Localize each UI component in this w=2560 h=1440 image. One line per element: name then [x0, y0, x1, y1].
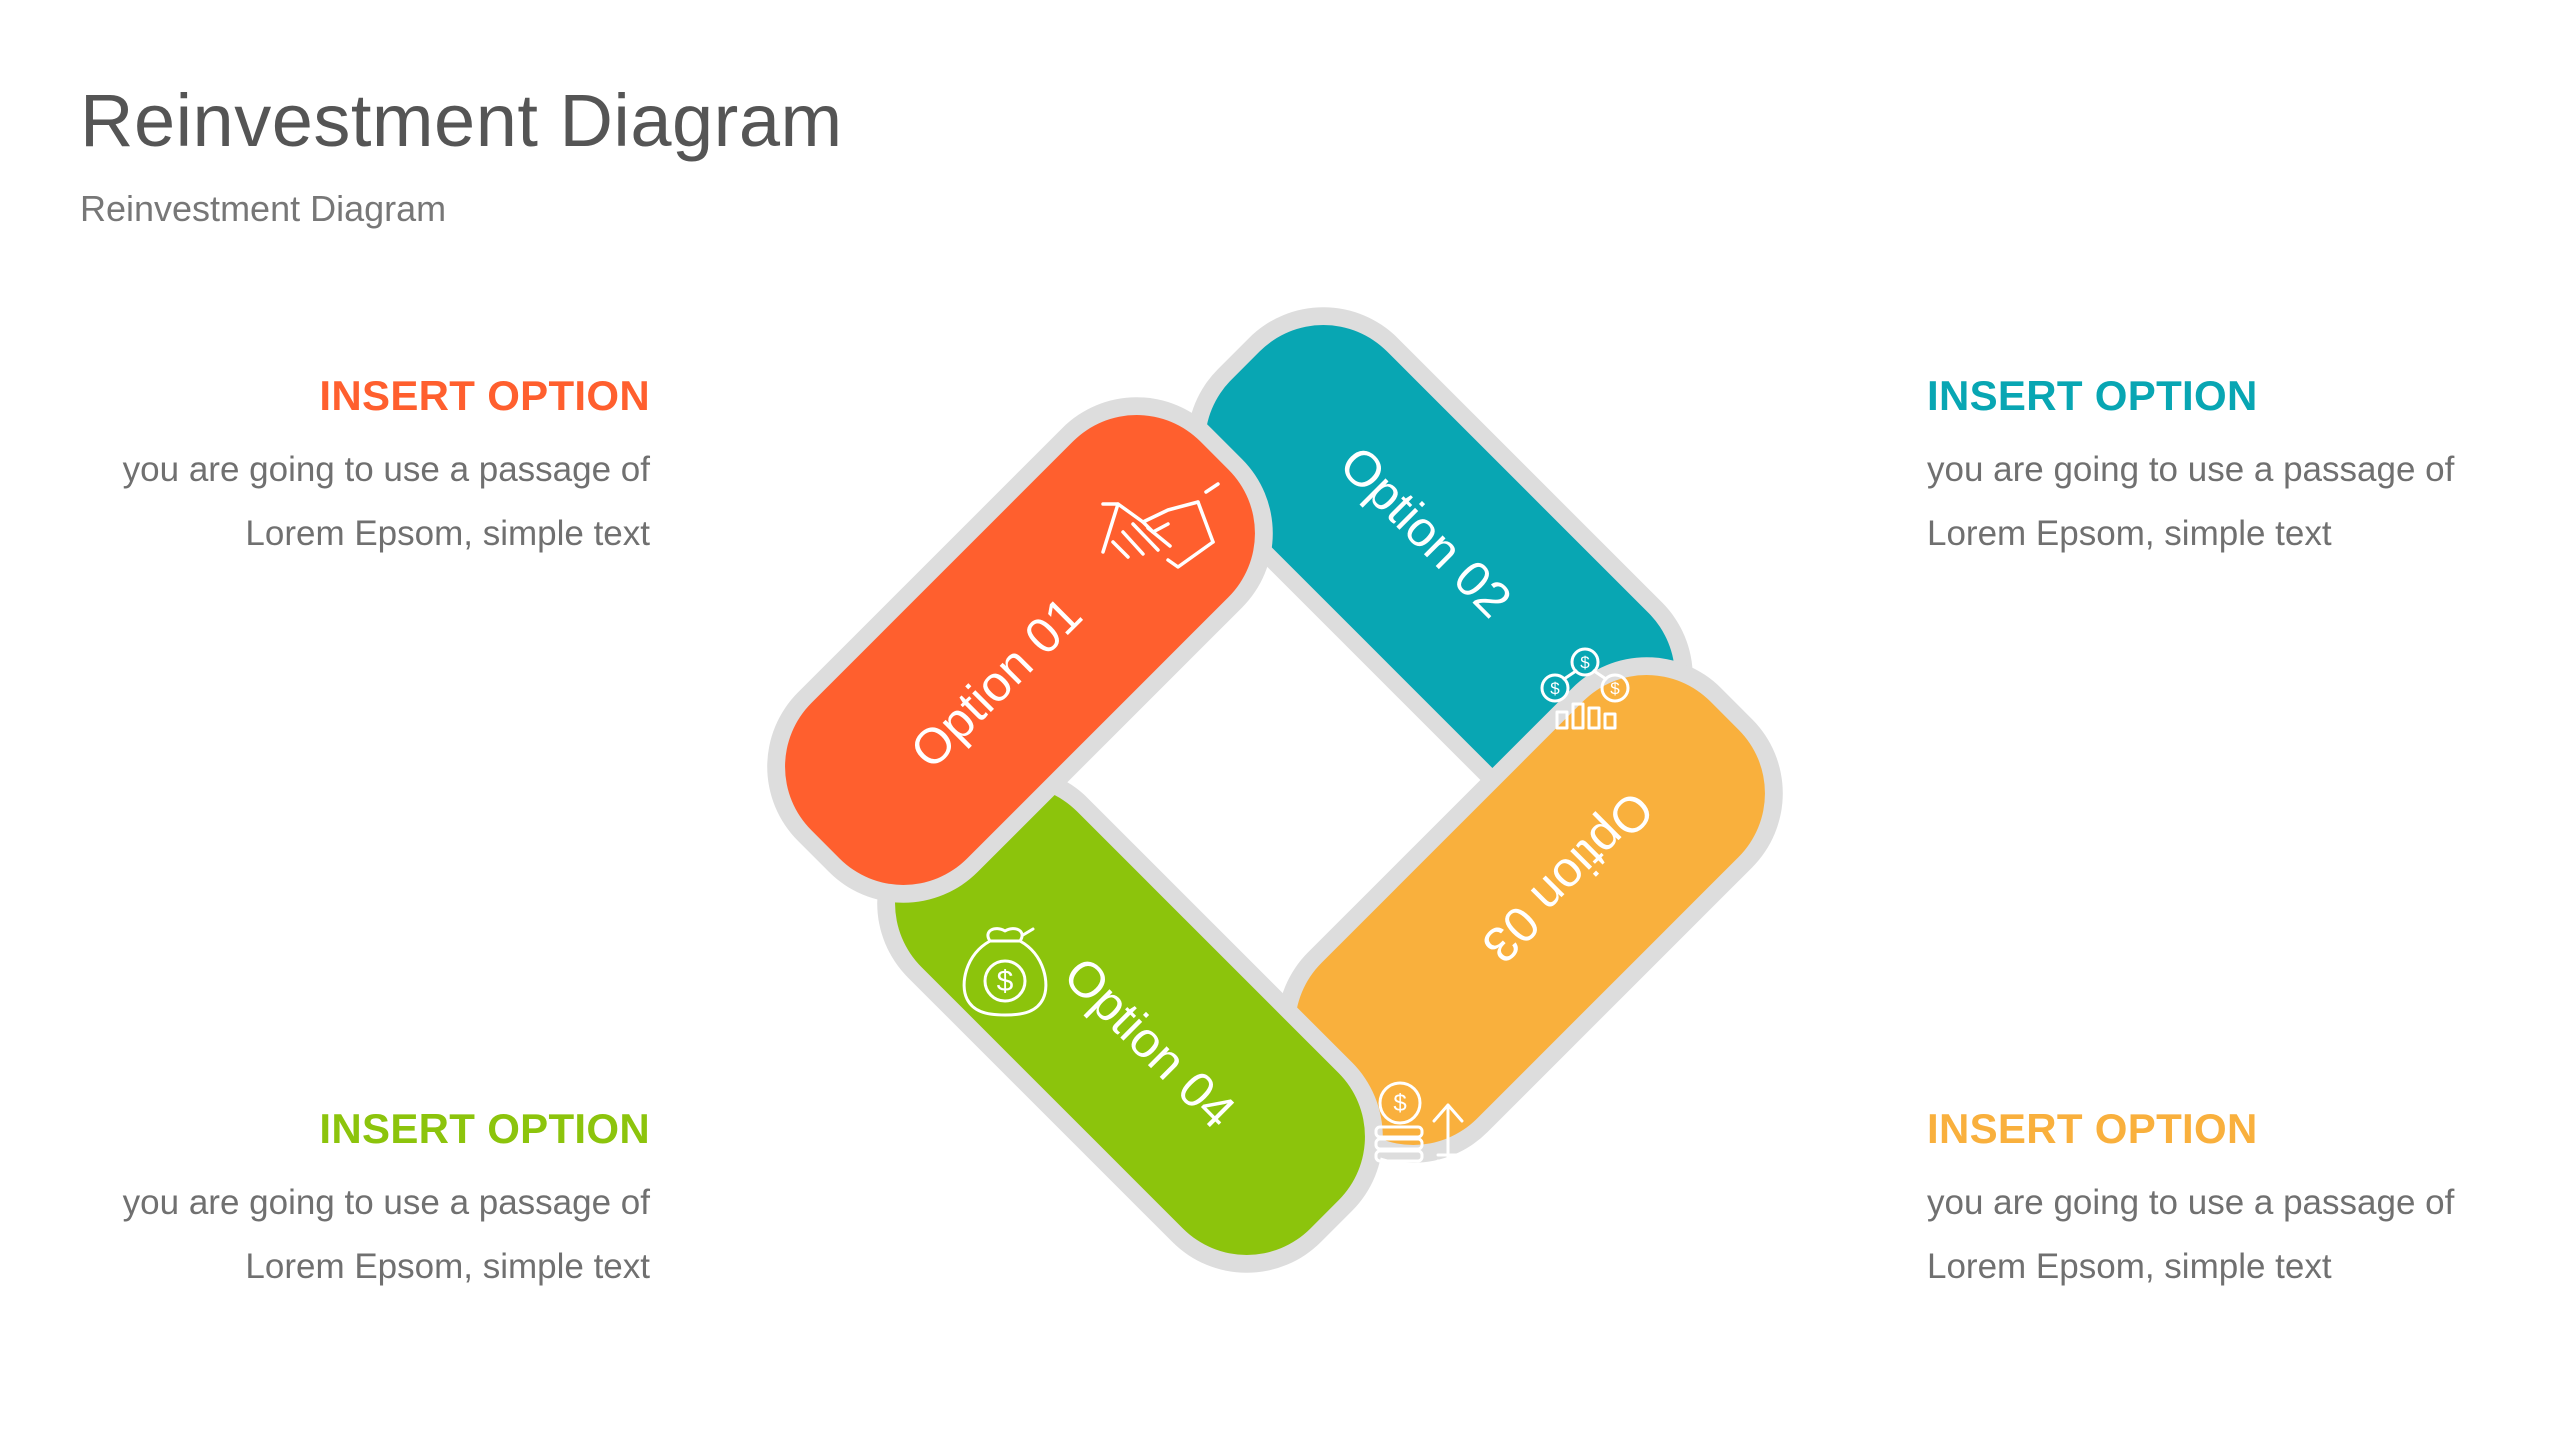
svg-text:$: $	[1393, 1090, 1406, 1117]
option-text-block-01: INSERT OPTION you are going to use a pas…	[50, 372, 650, 566]
handshake-icon	[1101, 482, 1220, 569]
coins-growth-icon: $	[1374, 1081, 1464, 1163]
page-subtitle: Reinvestment Diagram	[80, 188, 447, 229]
option-description-line: you are going to use a passage of	[122, 1183, 650, 1222]
money-bag-icon: $	[962, 927, 1048, 1017]
svg-text:$: $	[1550, 679, 1560, 698]
option-heading: INSERT OPTION	[319, 1105, 650, 1152]
option-heading: INSERT OPTION	[1927, 1105, 2258, 1152]
svg-text:$: $	[997, 965, 1014, 998]
option-heading: INSERT OPTION	[1927, 372, 2258, 419]
segment-option-03: Option 03	[1277, 657, 1783, 1163]
option-description-line: Lorem Epsom, simple text	[1927, 1247, 2332, 1286]
svg-text:$: $	[1580, 653, 1590, 672]
option-description-line: you are going to use a passage of	[1927, 450, 2455, 489]
option-description-line: Lorem Epsom, simple text	[245, 1247, 650, 1286]
segment-option-02: Option 02	[1187, 307, 1693, 813]
option-heading: INSERT OPTION	[319, 372, 650, 419]
option-description-line: Lorem Epsom, simple text	[245, 514, 650, 553]
option-text-block-02: INSERT OPTION you are going to use a pas…	[1927, 372, 2527, 566]
option-description-line: Lorem Epsom, simple text	[1927, 514, 2332, 553]
svg-text:$: $	[1610, 679, 1620, 698]
page-title: Reinvestment Diagram	[80, 79, 843, 162]
option-text-block-03: INSERT OPTION you are going to use a pas…	[50, 1105, 650, 1299]
money-network-icon: $ $ $	[1540, 647, 1630, 730]
segment-option-04: Option 04	[877, 767, 1383, 1273]
option-description-line: you are going to use a passage of	[122, 450, 650, 489]
option-text-block-04: INSERT OPTION you are going to use a pas…	[1927, 1105, 2527, 1299]
option-description-line: you are going to use a passage of	[1927, 1183, 2455, 1222]
